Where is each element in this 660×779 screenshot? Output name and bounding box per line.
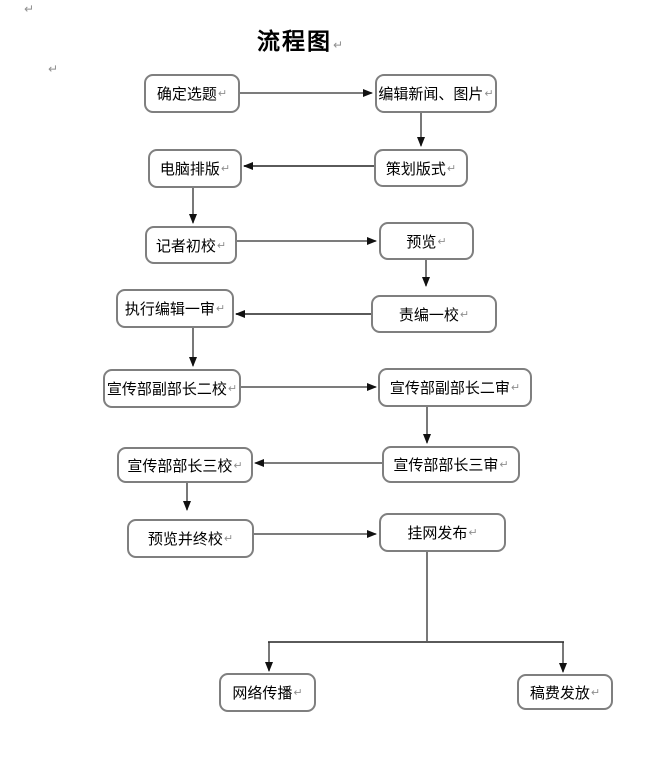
paragraph-mark: ↵ [215, 302, 226, 315]
node-topic-selection[interactable]: 确定选题↵ [144, 74, 240, 113]
node-executive-editor-first-review[interactable]: 执行编辑一审↵ [116, 289, 234, 328]
paragraph-mark: ↵ [468, 526, 478, 539]
paragraph-mark: ↵ [446, 161, 457, 175]
node-preview-final-proof[interactable]: 预览并终校↵ [127, 519, 254, 558]
paragraph-mark: ↵ [332, 38, 344, 52]
paragraph-mark: ↵ [216, 238, 227, 252]
node-edit-news-images[interactable]: 编辑新闻、图片↵ [375, 74, 497, 113]
paragraph-mark: ↵ [437, 234, 447, 248]
paragraph-mark: ↵ [233, 458, 243, 472]
node-director-third-proof[interactable]: 宣传部部长三校↵ [117, 447, 253, 483]
paragraph-mark: ↵ [227, 382, 238, 395]
paragraph-mark: ↵ [590, 685, 601, 699]
paragraph-mark: ↵ [220, 162, 231, 175]
paragraph-mark: ↵ [499, 458, 509, 471]
node-reporter-first-proof[interactable]: 记者初校↵ [145, 226, 237, 264]
node-network-distribution[interactable]: 网络传播↵ [219, 673, 316, 712]
node-publish-online[interactable]: 挂网发布↵ [379, 513, 506, 552]
node-deputy-director-second-proof[interactable]: 宣传部副部长二校↵ [103, 369, 241, 408]
node-computer-typesetting[interactable]: 电脑排版↵ [148, 149, 242, 188]
paragraph-mark: ↵ [484, 87, 494, 100]
paragraph-mark: ↵ [293, 686, 303, 699]
node-plan-layout[interactable]: 策划版式↵ [374, 149, 468, 187]
node-fee-payment[interactable]: 稿费发放↵ [517, 674, 613, 710]
node-director-third-review[interactable]: 宣传部部长三审↵ [382, 446, 520, 483]
page-title: 流程图↵ [256, 29, 344, 54]
paragraph-mark: ↵ [48, 62, 59, 76]
node-deputy-director-second-review[interactable]: 宣传部副部长二审↵ [378, 368, 532, 407]
paragraph-mark: ↵ [223, 532, 234, 545]
paragraph-mark: ↵ [24, 2, 35, 16]
node-preview[interactable]: 预览↵ [379, 222, 474, 260]
paragraph-mark: ↵ [217, 87, 228, 100]
paragraph-mark: ↵ [459, 307, 470, 321]
paragraph-mark: ↵ [510, 381, 521, 394]
node-chief-editor-first-proof[interactable]: 责编一校↵ [371, 295, 497, 333]
